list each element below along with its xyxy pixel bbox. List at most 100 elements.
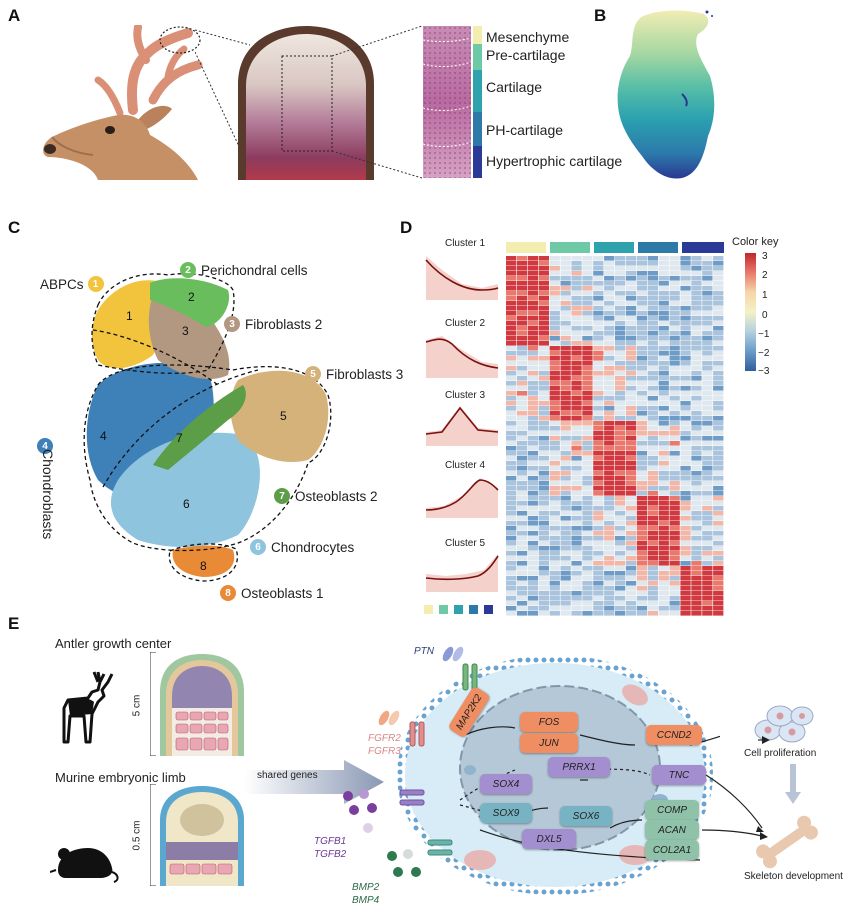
heatmap-cell bbox=[527, 536, 539, 541]
heatmap-cell bbox=[560, 501, 571, 506]
heatmap-cell bbox=[615, 351, 626, 356]
heatmap-cell bbox=[560, 386, 571, 391]
heatmap-cell bbox=[669, 421, 680, 426]
heatmap-cell bbox=[636, 426, 648, 431]
heatmap-cell bbox=[636, 411, 648, 416]
heatmap-cell bbox=[593, 506, 604, 511]
heatmap-cell bbox=[582, 401, 593, 406]
heatmap-cell bbox=[702, 371, 713, 376]
heatmap-cell bbox=[669, 311, 680, 316]
heatmap-cell bbox=[506, 326, 517, 331]
heatmap-cell bbox=[582, 491, 593, 496]
heatmap-cell bbox=[527, 276, 539, 281]
heatmap-cell bbox=[571, 346, 582, 351]
heatmap-cell bbox=[615, 526, 626, 531]
heatmap-cell bbox=[549, 521, 560, 526]
heatmap-cell bbox=[669, 376, 680, 381]
heatmap-cell bbox=[658, 371, 669, 376]
heatmap-cell bbox=[658, 551, 669, 556]
heatmap-cell bbox=[582, 441, 593, 446]
heatmap-cell bbox=[516, 336, 528, 341]
heatmap-cell bbox=[636, 476, 648, 481]
heatmap-cell bbox=[658, 511, 669, 516]
heatmap-cell bbox=[669, 301, 680, 306]
heatmap-cell bbox=[636, 551, 648, 556]
heatmap-cell bbox=[713, 581, 724, 586]
heatmap-cell bbox=[506, 416, 517, 421]
heatmap-cell bbox=[702, 361, 713, 366]
heatmap-cell bbox=[560, 591, 571, 596]
heatmap-cell bbox=[625, 296, 637, 301]
heatmap-cell bbox=[713, 516, 724, 521]
heatmap-cell bbox=[636, 301, 648, 306]
heatmap-cell bbox=[702, 261, 713, 266]
heatmap-cell bbox=[615, 546, 626, 551]
heatmap-cell bbox=[680, 521, 691, 526]
heatmap-cell bbox=[636, 446, 648, 451]
heatmap-cell bbox=[506, 491, 517, 496]
heatmap-cell bbox=[658, 301, 669, 306]
heatmap-cell bbox=[506, 421, 517, 426]
heatmap-cell bbox=[582, 596, 593, 601]
heatmap-cell bbox=[702, 591, 713, 596]
heatmap-cell bbox=[538, 571, 549, 576]
heatmap-cell bbox=[571, 431, 582, 436]
heatmap-cell bbox=[636, 321, 648, 326]
zoom-lines-a2 bbox=[331, 25, 423, 179]
heatmap-cell bbox=[702, 331, 713, 336]
heatmap-cell bbox=[680, 456, 691, 461]
heatmap-cell bbox=[506, 471, 517, 476]
heatmap-cell bbox=[516, 406, 528, 411]
heatmap-cell bbox=[506, 601, 517, 606]
heatmap-cell bbox=[604, 411, 615, 416]
heatmap-cell bbox=[702, 306, 713, 311]
heatmap-cell bbox=[516, 301, 528, 306]
heatmap-cell bbox=[615, 311, 626, 316]
heatmap-cell bbox=[506, 571, 517, 576]
heatmap-cell bbox=[625, 416, 637, 421]
heatmap-cell bbox=[636, 366, 648, 371]
heatmap-cell bbox=[538, 346, 549, 351]
heatmap-cell bbox=[582, 561, 593, 566]
heatmap-cell bbox=[549, 601, 560, 606]
heatmap-cell bbox=[691, 371, 702, 376]
heatmap-cell bbox=[615, 376, 626, 381]
heatmap-cell bbox=[625, 316, 637, 321]
heatmap-cell bbox=[582, 541, 593, 546]
heatmap-cell bbox=[538, 516, 549, 521]
heatmap-cell bbox=[527, 351, 539, 356]
heatmap-cell bbox=[691, 541, 702, 546]
heatmap-cell bbox=[538, 296, 549, 301]
heatmap-cell bbox=[604, 311, 615, 316]
heatmap-cell bbox=[506, 556, 517, 561]
heatmap-cell bbox=[680, 561, 691, 566]
heatmap-cell bbox=[604, 476, 615, 481]
heatmap-cell bbox=[625, 386, 637, 391]
heatmap-cell bbox=[615, 266, 626, 271]
heatmap-cell bbox=[516, 256, 528, 261]
ligand-ptn: PTN bbox=[414, 646, 434, 657]
antler-tip-highlight bbox=[159, 26, 201, 54]
heatmap-cell bbox=[604, 281, 615, 286]
color-key-tick-m1: −1 bbox=[758, 329, 770, 340]
heatmap-cell bbox=[560, 261, 571, 266]
heatmap-cell bbox=[604, 526, 615, 531]
heatmap-cell bbox=[549, 611, 560, 616]
heatmap-cell bbox=[604, 436, 615, 441]
heatmap-cell bbox=[625, 321, 637, 326]
heatmap-cell bbox=[516, 296, 528, 301]
heatmap-cell bbox=[516, 331, 528, 336]
heatmap-cell bbox=[669, 336, 680, 341]
heatmap-cell bbox=[713, 461, 724, 466]
heatmap-cell bbox=[669, 276, 680, 281]
heatmap-cell bbox=[593, 471, 604, 476]
heatmap-cell bbox=[636, 471, 648, 476]
heatmap-cell bbox=[560, 396, 571, 401]
heatmap-cell bbox=[680, 496, 691, 501]
heatmap-cell bbox=[506, 406, 517, 411]
heatmap-cell bbox=[604, 611, 615, 616]
heatmap-cell bbox=[658, 501, 669, 506]
heatmap-cell bbox=[658, 316, 669, 321]
heatmap-cell bbox=[625, 476, 637, 481]
heatmap-cell bbox=[538, 551, 549, 556]
